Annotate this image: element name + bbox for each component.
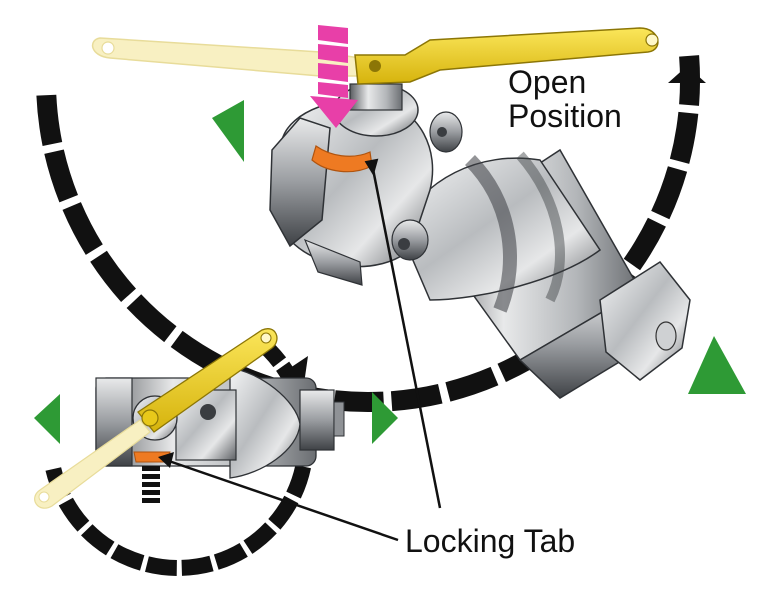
- locking-tab-label: Locking Tab: [405, 523, 576, 559]
- arc-segment: [445, 366, 499, 402]
- arc-segment: [62, 202, 103, 255]
- leader-line-small: [165, 458, 399, 542]
- arc-segment: [126, 294, 177, 343]
- arc-segment: [170, 330, 223, 374]
- handle-open-large: [354, 27, 659, 85]
- magenta-direction-arrow-icon: [310, 25, 358, 128]
- arc-segment: [213, 543, 248, 570]
- green-arrow-left-small-icon: [34, 394, 60, 444]
- arc-segment: [286, 464, 311, 499]
- arc-segment: [44, 149, 78, 203]
- leader-arrowhead-small-icon: [158, 452, 174, 468]
- arc-segment: [669, 111, 699, 164]
- arc-segment: [243, 522, 277, 554]
- arc-segment: [110, 544, 145, 571]
- leader-arrowhead-large-icon: [364, 158, 379, 176]
- open-label-line2: Position: [508, 97, 622, 134]
- rotation-arrowhead-small-icon: [284, 356, 308, 384]
- green-arrow-right-small-icon: [372, 392, 398, 444]
- arc-segment: [36, 94, 63, 146]
- arc-segment: [181, 555, 214, 576]
- arc-segment: [145, 556, 177, 576]
- green-arrow-right-large-icon: [688, 336, 746, 394]
- rotation-arrowhead-large-icon: [668, 66, 706, 83]
- handle-closed-ghost-small: [34, 419, 151, 509]
- open-position-label: Open Position: [508, 64, 622, 134]
- arc-segment: [58, 497, 90, 532]
- arc-segment: [651, 166, 688, 220]
- leader-line-large: [370, 163, 442, 509]
- green-arrow-left-top-icon: [212, 100, 244, 162]
- small-stub-dashes: [142, 466, 160, 503]
- arc-segment: [81, 524, 115, 556]
- arc-segment: [623, 217, 666, 271]
- main-valve: [269, 83, 691, 399]
- arc-segment: [390, 384, 443, 412]
- open-label-line1: Open: [508, 64, 587, 100]
- handle-open-small: [137, 328, 278, 433]
- arc-segment: [90, 250, 136, 302]
- arc-segment: [333, 390, 385, 412]
